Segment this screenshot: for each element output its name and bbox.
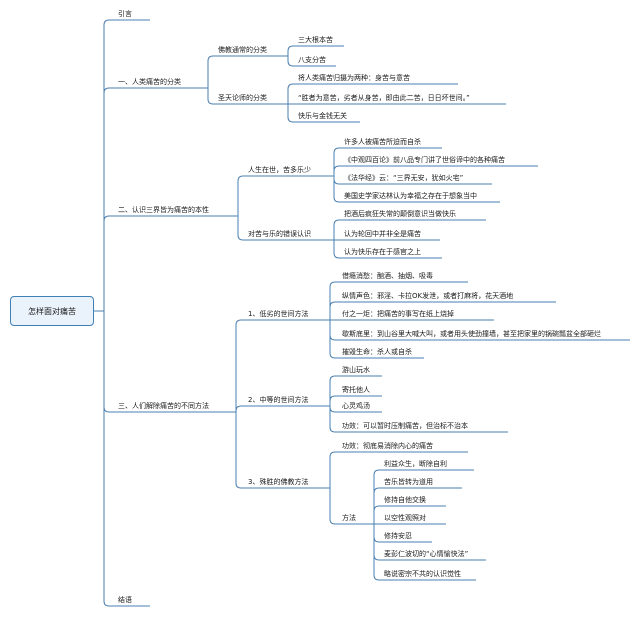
node-branches-b3-sub1-items-3[interactable]: 歇斯底里：到山谷里大喊大叫，或者用头使劲撞墙，甚至把家里的锅碗瓢盆全部砸烂 [342, 330, 601, 338]
node-branches-b3-sub3-method-items-3[interactable]: 以空性观照对 [384, 514, 426, 522]
node-branches-b2-sub2-items-1[interactable]: 认为轮回中并非全是痛苦 [344, 230, 421, 238]
node-branches-b2-sub1-items-2[interactable]: 《法华经》云：“三界无安，犹如火宅” [344, 174, 464, 182]
node-branches-b1-sub2-items-0[interactable]: 将人类痛苦归摄为两种：身苦与意苦 [298, 74, 410, 82]
node-branches-b1-label[interactable]: 一、人类痛苦的分类 [118, 78, 181, 86]
node-branches-b3-sub3-method-items-2[interactable]: 修持自他交换 [384, 496, 426, 504]
node-branches-b1-sub2-label[interactable]: 圣天论师的分类 [218, 94, 267, 102]
node-branches-b3-sub2-label[interactable]: 2、中等的世间方法 [248, 396, 309, 404]
node-branches-b3-sub3-effect[interactable]: 功效：彻底易消除内心的痛苦 [342, 442, 433, 450]
node-branches-b3-sub1-items-2[interactable]: 付之一炬：把痛苦的事写在纸上烧掉 [342, 310, 454, 318]
node-branches-b2-sub1-items-3[interactable]: 美国史学家达林认为幸福之存在于想象当中 [344, 192, 477, 200]
node-branches-b1-sub1-items-1[interactable]: 八支分苦 [298, 56, 326, 64]
node-branches-b2-sub2-items-0[interactable]: 把酒后疯狂失常的颠倒意识当做快乐 [344, 210, 456, 218]
node-branches-b3-sub2-items-0[interactable]: 游山玩水 [342, 366, 370, 374]
node-branches-b2-sub2-label[interactable]: 对苦与乐的错误认识 [248, 230, 311, 238]
node-branches-b3-sub3-method-label[interactable]: 方法 [342, 514, 356, 522]
node-branches-b3-sub1-label[interactable]: 1、低劣的世间方法 [248, 310, 309, 318]
node-branches-b3-sub1-items-0[interactable]: 借瘾消愁：酗酒、抽烟、吸毒 [342, 272, 433, 280]
node-branches-b2-sub1-items-0[interactable]: 许多人被痛苦所迫而自杀 [344, 138, 421, 146]
node-branches-b3-label[interactable]: 三、人们解除痛苦的不同方法 [118, 402, 209, 410]
node-branches-b3-sub2-items-3[interactable]: 功效：可以暂时压制痛苦，但治标不治本 [342, 422, 468, 430]
root-node[interactable]: 怎样面对痛苦 [10, 296, 94, 326]
node-branches-b3-sub2-items-2[interactable]: 心灵鸡汤 [342, 402, 370, 410]
node-branches-b3-sub3-method-items-6[interactable]: 略说密宗不共的认识觉性 [384, 570, 461, 578]
node-branches-b3-sub3-method-items-0[interactable]: 利益众生，断除自利 [384, 460, 447, 468]
node-branches-conclusion[interactable]: 结语 [118, 596, 132, 604]
node-branches-b3-sub1-items-4[interactable]: 摧毁生命：杀人或自杀 [342, 348, 412, 356]
node-branches-b1-sub2-items-1[interactable]: “胜者为意苦，劣者从身苦，即由此二苦，日日坏世间。” [298, 94, 470, 102]
node-branches-b2-label[interactable]: 二、认识三界皆为痛苦的本性 [118, 206, 209, 214]
node-branches-b2-sub2-items-2[interactable]: 认为快乐存在于感官之上 [344, 248, 421, 256]
node-branches-b1-sub1-label[interactable]: 佛教通常的分类 [218, 46, 267, 54]
node-branches-b3-sub3-label[interactable]: 3、殊胜的佛教方法 [248, 478, 309, 486]
node-branches-intro[interactable]: 引言 [118, 10, 132, 18]
node-branches-b1-sub2-items-2[interactable]: 快乐与金钱无关 [298, 112, 347, 120]
node-branches-b3-sub3-method-items-1[interactable]: 苦乐皆转为道用 [384, 478, 433, 486]
node-branches-b2-sub1-items-1[interactable]: 《中观四百论》前八品专门讲了世俗谛中的各种痛苦 [344, 156, 505, 164]
node-branches-b3-sub2-items-1[interactable]: 寄托他人 [342, 386, 370, 394]
node-branches-b3-sub3-method-items-4[interactable]: 修持安忍 [384, 532, 412, 540]
node-branches-b3-sub3-method-items-5[interactable]: 麦彭仁波切的“心情愉快法” [384, 550, 469, 558]
node-branches-b3-sub1-items-1[interactable]: 纵情声色：邪淫、卡拉OK发泄，或者打麻将，花天酒地 [342, 292, 514, 300]
node-branches-b1-sub1-items-0[interactable]: 三大根本苦 [298, 36, 333, 44]
node-branches-b2-sub1-label[interactable]: 人生在世，苦多乐少 [248, 166, 311, 174]
